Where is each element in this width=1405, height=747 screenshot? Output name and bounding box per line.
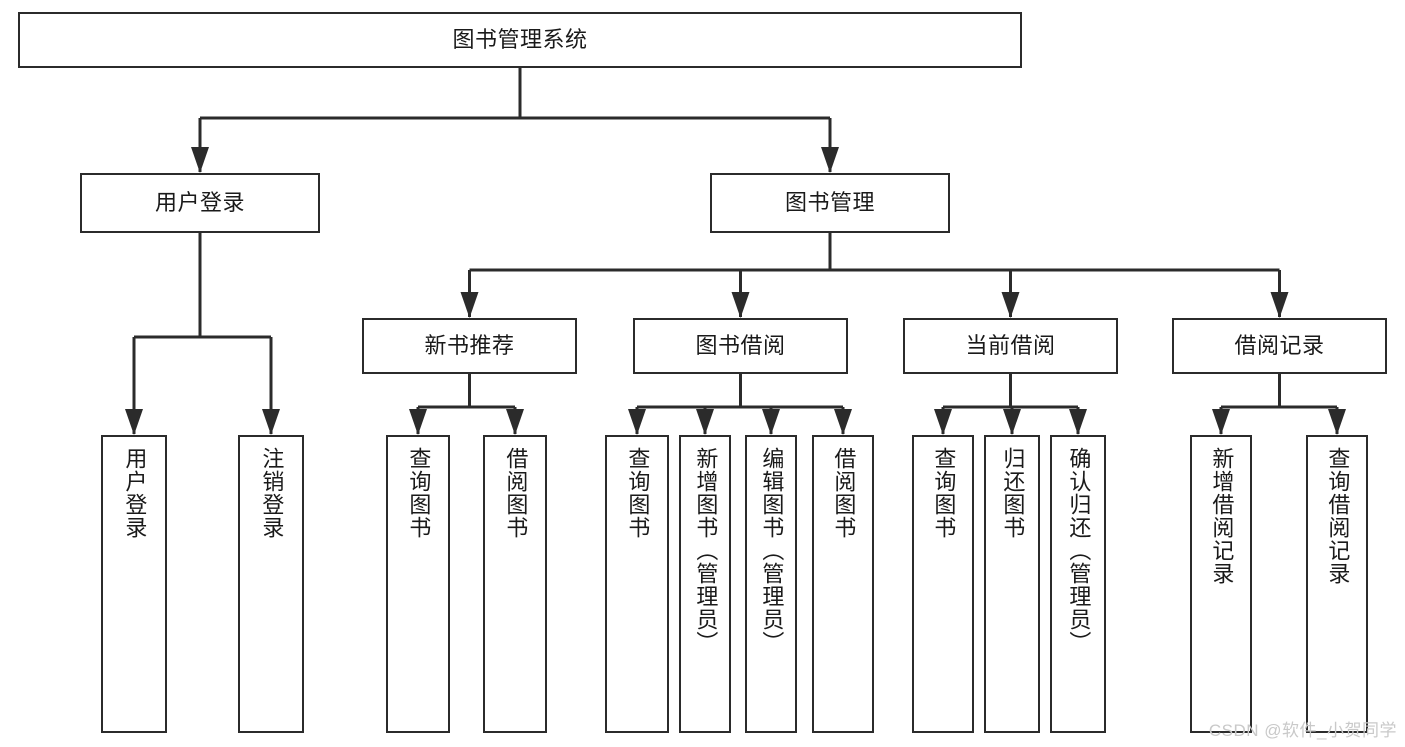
node-leaf10[interactable]: 归还图书	[984, 435, 1040, 733]
arrowhead-icon	[762, 409, 780, 435]
watermark-text: CSDN @软件_小贺同学	[1208, 721, 1397, 740]
node-leaf6[interactable]: 新增图书（管理员）	[679, 435, 731, 733]
node-leaf8[interactable]: 借阅图书	[812, 435, 874, 733]
arrowhead-icon	[1069, 409, 1087, 435]
node-records[interactable]: 借阅记录	[1172, 318, 1387, 374]
node-leaf9[interactable]: 查询图书	[912, 435, 974, 733]
arrowhead-icon	[1328, 409, 1346, 435]
arrowhead-icon	[1270, 292, 1289, 318]
arrowhead-icon	[1001, 292, 1020, 318]
node-leaf5[interactable]: 查询图书	[605, 435, 669, 733]
node-label: 确认归还（管理员）	[1066, 447, 1092, 654]
node-label: 新增借阅记录	[1209, 447, 1235, 585]
node-leaf3[interactable]: 查询图书	[386, 435, 450, 733]
node-newbook[interactable]: 新书推荐	[362, 318, 577, 374]
node-borrow[interactable]: 图书借阅	[633, 318, 848, 374]
node-root[interactable]: 图书管理系统	[18, 12, 1022, 68]
node-label: 编辑图书（管理员）	[759, 447, 785, 654]
node-label: 图书管理系统	[452, 26, 588, 52]
node-label: 图书管理	[784, 189, 875, 215]
node-label: 用户登录	[122, 447, 148, 539]
node-leaf1[interactable]: 用户登录	[101, 435, 167, 733]
arrowhead-icon	[731, 292, 750, 318]
node-label: 查询借阅记录	[1325, 447, 1351, 585]
node-label: 借阅图书	[503, 447, 529, 539]
node-label: 查询图书	[625, 447, 651, 539]
arrowhead-icon	[125, 409, 143, 435]
arrowhead-icon	[506, 409, 524, 435]
node-leaf11[interactable]: 确认归还（管理员）	[1050, 435, 1106, 733]
node-label: 查询图书	[931, 447, 957, 539]
arrowhead-icon	[1003, 409, 1021, 435]
arrowhead-icon	[834, 409, 852, 435]
node-label: 新增图书（管理员）	[693, 447, 719, 654]
node-label: 归还图书	[1000, 447, 1026, 539]
node-label: 借阅记录	[1234, 332, 1325, 358]
arrowhead-icon	[934, 409, 952, 435]
arrowhead-icon	[460, 292, 479, 318]
node-current[interactable]: 当前借阅	[903, 318, 1118, 374]
node-label: 当前借阅	[965, 332, 1056, 358]
node-leaf7[interactable]: 编辑图书（管理员）	[745, 435, 797, 733]
node-leaf13[interactable]: 查询借阅记录	[1306, 435, 1368, 733]
node-leaf4[interactable]: 借阅图书	[483, 435, 547, 733]
arrowhead-icon	[1212, 409, 1230, 435]
node-bookmgmt[interactable]: 图书管理	[710, 173, 950, 233]
arrowhead-icon	[821, 147, 839, 173]
arrowhead-icon	[191, 147, 209, 173]
node-label: 借阅图书	[831, 447, 857, 539]
node-label: 图书借阅	[695, 332, 786, 358]
arrowhead-icon	[409, 409, 427, 435]
node-login[interactable]: 用户登录	[80, 173, 320, 233]
node-leaf2[interactable]: 注销登录	[238, 435, 304, 733]
node-label: 注销登录	[259, 447, 285, 539]
arrowhead-icon	[628, 409, 646, 435]
node-label: 新书推荐	[424, 332, 515, 358]
node-label: 用户登录	[154, 189, 245, 215]
node-leaf12[interactable]: 新增借阅记录	[1190, 435, 1252, 733]
node-label: 查询图书	[406, 447, 432, 539]
arrowhead-icon	[262, 409, 280, 435]
arrowhead-icon	[696, 409, 714, 435]
